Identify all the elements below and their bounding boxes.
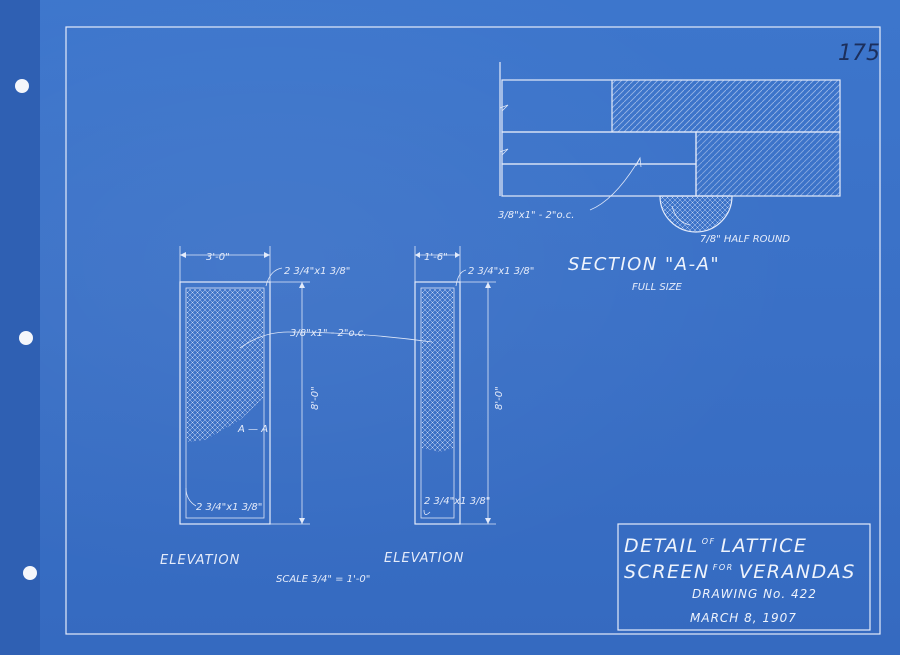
punch-hole (23, 566, 37, 580)
left-lattice-area (187, 289, 263, 442)
sheet-number: 175 (838, 41, 880, 66)
elevation-left: 3'-0" 8'-0" 2 3/4"x1 3/8" 3/8"x1" - 2"o.… (160, 246, 366, 568)
section-lattice-strip (501, 131, 697, 165)
drawing-date: MARCH 8, 1907 (690, 611, 797, 625)
left-elevation-label: ELEVATION (160, 553, 240, 568)
title-block-box (617, 523, 871, 631)
scale-note: SCALE 3/4" = 1'-0" (276, 574, 370, 585)
left-bottom-callout: 2 3/4"x1 3/8" (196, 502, 262, 513)
binding-strip (0, 0, 40, 655)
right-height-dim: 8'-0" (494, 386, 505, 410)
section-title: SECTION "A-A" (568, 254, 720, 275)
sheet-border (65, 26, 881, 635)
right-top-callout: 2 3/4"x1 3/8" (468, 266, 534, 277)
punch-hole (19, 331, 33, 345)
section-a-a: 3/8"x1" - 2"o.c. 7/8" HALF ROUND SECTION… (498, 62, 841, 293)
right-frame-inner (420, 287, 455, 519)
left-frame-outer (179, 281, 271, 525)
section-mark: A — A (237, 424, 268, 435)
section-lattice-callout: 3/8"x1" - 2"o.c. (498, 210, 574, 221)
drawing-number: DRAWING No. 422 (692, 587, 817, 601)
elevation-right: 1'-6" 8'-0" 2 3/4"x1 3/8" 2 3/4"x1 3/8" … (287, 246, 534, 566)
left-top-callout: 2 3/4"x1 3/8" (284, 266, 350, 277)
left-frame-inner (185, 287, 265, 519)
section-subtitle: FULL SIZE (632, 282, 683, 293)
left-lattice-callout: 3/8"x1" - 2"o.c. (290, 328, 366, 339)
left-width-dim: 3'-0" (206, 252, 230, 263)
right-elevation-label: ELEVATION (384, 551, 464, 566)
left-height-dim: 8'-0" (310, 386, 321, 410)
right-lattice-area (422, 289, 453, 452)
right-bottom-callout: 2 3/4"x1 3/8" (424, 496, 490, 507)
leader-line (589, 157, 641, 211)
punch-hole (15, 79, 29, 93)
half-round-callout: 7/8" HALF ROUND (700, 234, 790, 245)
right-frame-outer (414, 281, 461, 525)
right-width-dim: 1'-6" (424, 252, 448, 263)
